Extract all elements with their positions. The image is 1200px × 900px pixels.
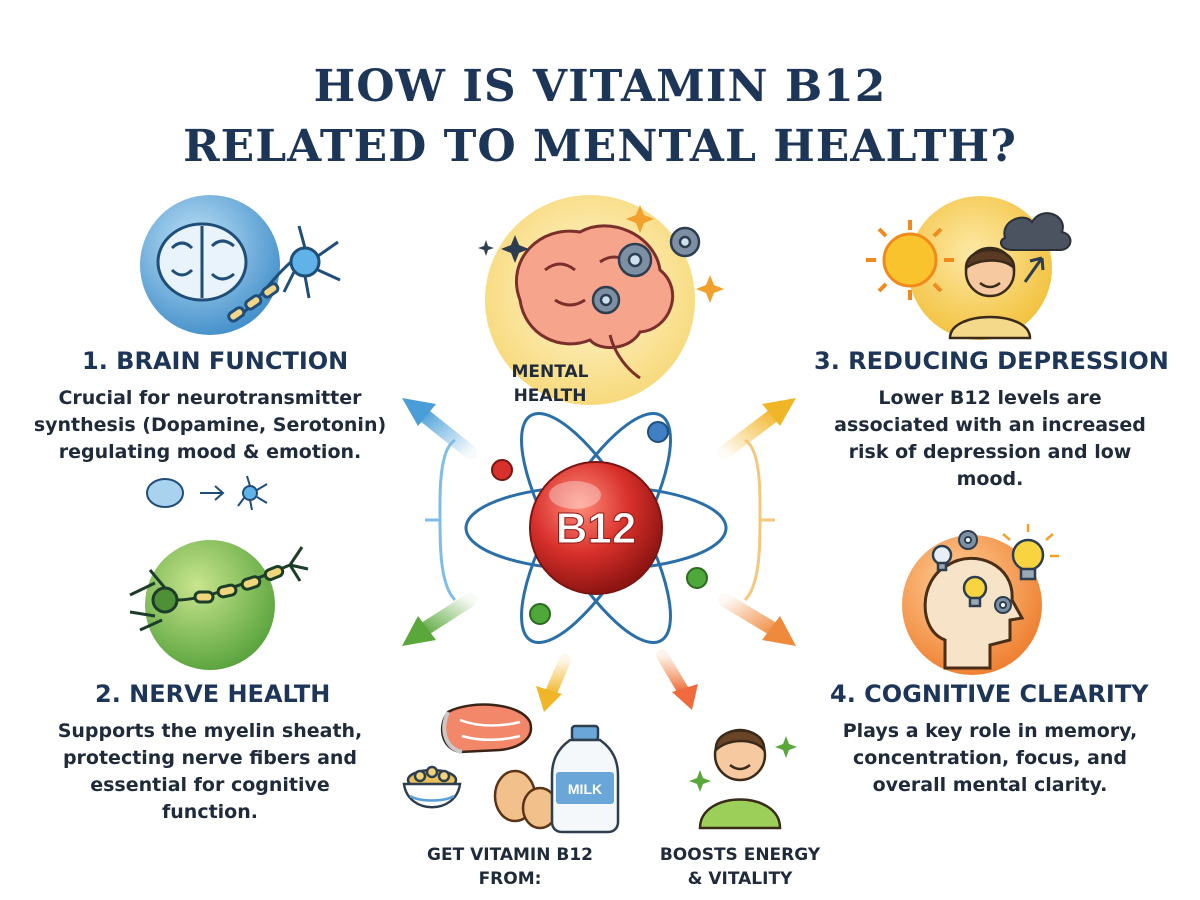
nerve-health-line-1: Supports the myelin sheath,: [57, 720, 363, 742]
energy-label: BOOSTS ENERGY & VITALITY: [640, 843, 840, 891]
eggs-icon: [493, 769, 559, 830]
page-title-line-2: RELATED TO MENTAL HEALTH?: [183, 121, 1017, 172]
cognitive-clarity-heading: 4. COGNITIVE CLEARITY: [830, 680, 1149, 708]
reducing-depression-text: Lower B12 levels are associated with an …: [810, 385, 1170, 493]
atom-icon: B12: [464, 411, 728, 645]
reducing-depression-line-3: risk of depression and low: [848, 441, 1132, 463]
lightbulb-icon: [931, 538, 1045, 608]
brain-icon: [156, 222, 248, 302]
sun-icon: [866, 220, 954, 300]
connector-arrows: [402, 398, 796, 712]
cognitive-clarity-line-1: Plays a key role in memory,: [842, 720, 1138, 742]
cognitive-clarity-illustration: [902, 524, 1059, 675]
nerve-health-line-2: protecting nerve fibers and: [62, 747, 358, 769]
b12-sources-line-2: FROM:: [478, 869, 542, 889]
nerve-health-heading: 2. NERVE HEALTH: [95, 680, 331, 708]
b12-sphere: [529, 461, 663, 595]
salmon-icon: [440, 703, 533, 754]
b12-label: B12: [556, 504, 637, 553]
reducing-depression-line-1: Lower B12 levels are: [878, 387, 1102, 409]
milk-bottle-icon: MILK: [550, 724, 620, 834]
reducing-depression-heading: 3. REDUCING DEPRESSION: [814, 347, 1169, 375]
cloud-icon: [999, 212, 1072, 283]
nerve-health-illustration: [129, 540, 309, 670]
energy-line-1: BOOSTS ENERGY: [659, 845, 821, 865]
mental-health-illustration: [478, 195, 724, 405]
sparkle-icon: [689, 736, 797, 792]
cognitive-clarity-line-3: overall mental clarity.: [872, 774, 1108, 796]
brain-function-line-2: synthesis (Dopamine, Serotonin): [33, 414, 387, 436]
bowl-icon: [402, 765, 462, 809]
b12-sources-label: GET VITAMIN B12 FROM:: [400, 843, 620, 891]
energy-illustration: [689, 728, 797, 830]
brain-to-neuron-mini: [146, 475, 268, 511]
brain-function-line-3: regulating mood & emotion.: [58, 441, 362, 463]
b12-sources-illustration: MILK: [402, 703, 620, 834]
gear-icon: [958, 530, 1012, 614]
brain-function-illustration: [140, 195, 341, 335]
mental-health-label-line-2: HEALTH: [513, 386, 587, 406]
brain-function-text: Crucial for neurotransmitter synthesis (…: [20, 385, 400, 466]
brain-function-heading: 1. BRAIN FUNCTION: [82, 347, 349, 375]
page-title-line-1: HOW IS VITAMIN B12: [313, 61, 887, 112]
reducing-depression-illustration: [866, 196, 1072, 340]
reducing-depression-line-2: associated with an increased: [834, 414, 1146, 436]
person-icon: [948, 246, 1032, 340]
person-icon: [698, 728, 782, 830]
mental-health-label-line-1: MENTAL: [511, 362, 589, 382]
nerve-health-line-3: essential for cognitive: [90, 774, 330, 796]
nerve-health-text: Supports the myelin sheath, protecting n…: [30, 718, 390, 826]
cognitive-clarity-line-2: concentration, focus, and: [853, 747, 1127, 769]
b12-sources-line-1: GET VITAMIN B12: [427, 845, 593, 865]
energy-line-2: & VITALITY: [687, 869, 793, 889]
brain-function-line-1: Crucial for neurotransmitter: [58, 387, 362, 409]
reducing-depression-line-4: mood.: [956, 468, 1024, 490]
mental-health-label: MENTAL HEALTH: [480, 360, 620, 408]
milk-label: MILK: [568, 781, 602, 797]
nerve-health-line-4: function.: [162, 801, 258, 823]
neuron-icon: [227, 225, 341, 323]
cognitive-clarity-text: Plays a key role in memory, concentratio…: [810, 718, 1170, 799]
sparkle-icon: [478, 205, 724, 303]
gear-icon: [591, 226, 701, 315]
